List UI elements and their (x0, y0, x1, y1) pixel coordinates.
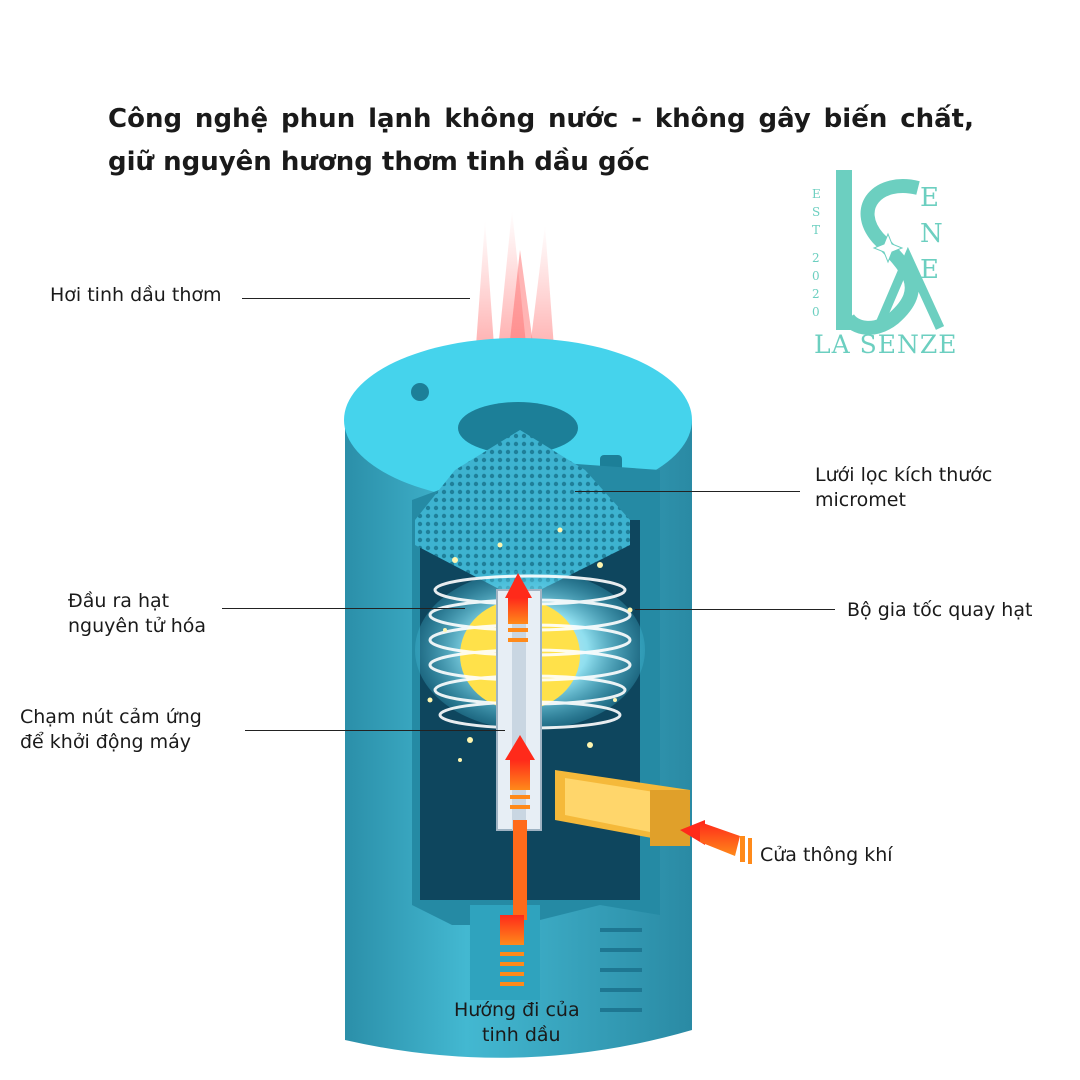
label-filter-line1: Lưới lọc kích thước (815, 464, 993, 486)
label-oil-flow-line2: tinh dầu (482, 1024, 561, 1046)
svg-text:0: 0 (812, 305, 820, 319)
label-vapor: Hơi tinh dầu thơm (50, 284, 222, 306)
label-touch-line1: Chạm nút cảm ứng (20, 706, 202, 728)
leader-touch (245, 730, 505, 731)
label-filter-line2: micromet (815, 489, 906, 511)
svg-text:2: 2 (812, 287, 820, 301)
micromesh-filter (415, 430, 630, 600)
svg-text:N: N (920, 219, 943, 249)
svg-text:2: 2 (812, 251, 820, 265)
brand-name: LA SENZE (814, 330, 958, 359)
label-nozzle-line2: nguyên tử hóa (68, 615, 207, 637)
label-touch-line2: để khởi động máy (20, 731, 191, 753)
flow-arrows (500, 573, 752, 986)
svg-text:S: S (812, 205, 820, 219)
svg-text:0: 0 (812, 269, 820, 283)
leader-vapor (242, 298, 470, 299)
leader-accelerator (635, 609, 835, 610)
svg-text:E: E (920, 255, 939, 285)
air-inlet-fitting (555, 770, 690, 846)
svg-text:E: E (812, 187, 821, 201)
label-air-inlet: Cửa thông khí (760, 844, 893, 866)
label-nozzle-line1: Đầu ra hạt (68, 590, 170, 612)
la-senze-logo-icon: E S T 2 0 2 0 E N E (812, 170, 945, 335)
label-accelerator: Bộ gia tốc quay hạt (847, 599, 1033, 621)
label-oil-flow-line1: Hướng đi của (454, 999, 580, 1021)
leader-nozzle (222, 608, 465, 609)
page-title: Công nghệ phun lạnh không nước - không g… (108, 104, 974, 177)
leader-filter (575, 491, 800, 492)
svg-text:T: T (812, 223, 820, 237)
svg-text:E: E (920, 183, 939, 213)
